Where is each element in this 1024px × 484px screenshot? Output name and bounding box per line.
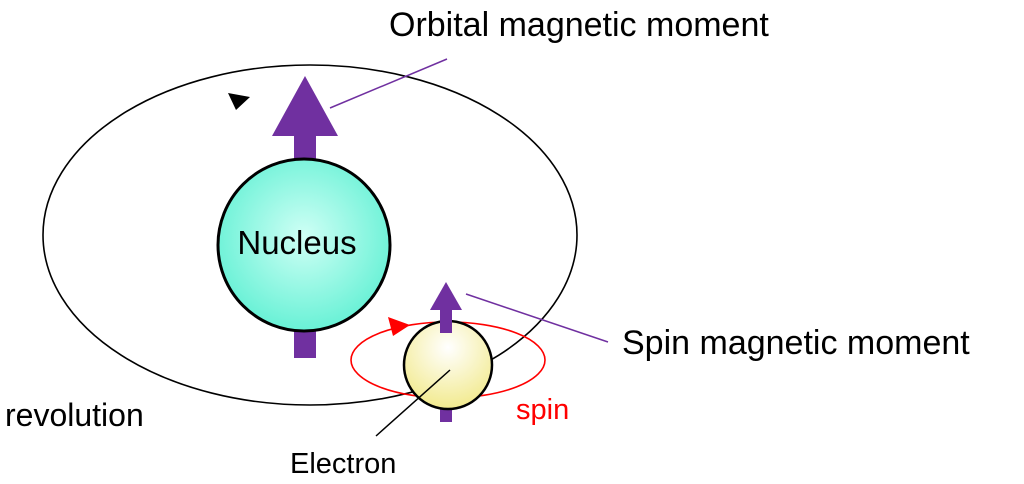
revolution-arrow-icon [228, 93, 250, 110]
spin-moment-label: Spin magnetic moment [622, 324, 970, 362]
revolution-orbit [42, 64, 578, 406]
spin-label: spin [516, 394, 569, 426]
orbital-moment-label: Orbital magnetic moment [389, 6, 769, 44]
electron [402, 319, 494, 411]
revolution-label: revolution [5, 397, 144, 433]
spin-moment-arrow-icon [430, 282, 462, 333]
spin-moment-leader [465, 293, 609, 343]
nucleus [216, 157, 392, 333]
electron-label: Electron [290, 448, 396, 480]
spin-direction-arrow-icon [388, 317, 410, 336]
orbital-moment-tail [294, 328, 316, 358]
electron-pointer-line [375, 369, 451, 437]
nucleus-label: Nucleus [237, 224, 356, 261]
orbital-moment-leader [329, 58, 448, 109]
